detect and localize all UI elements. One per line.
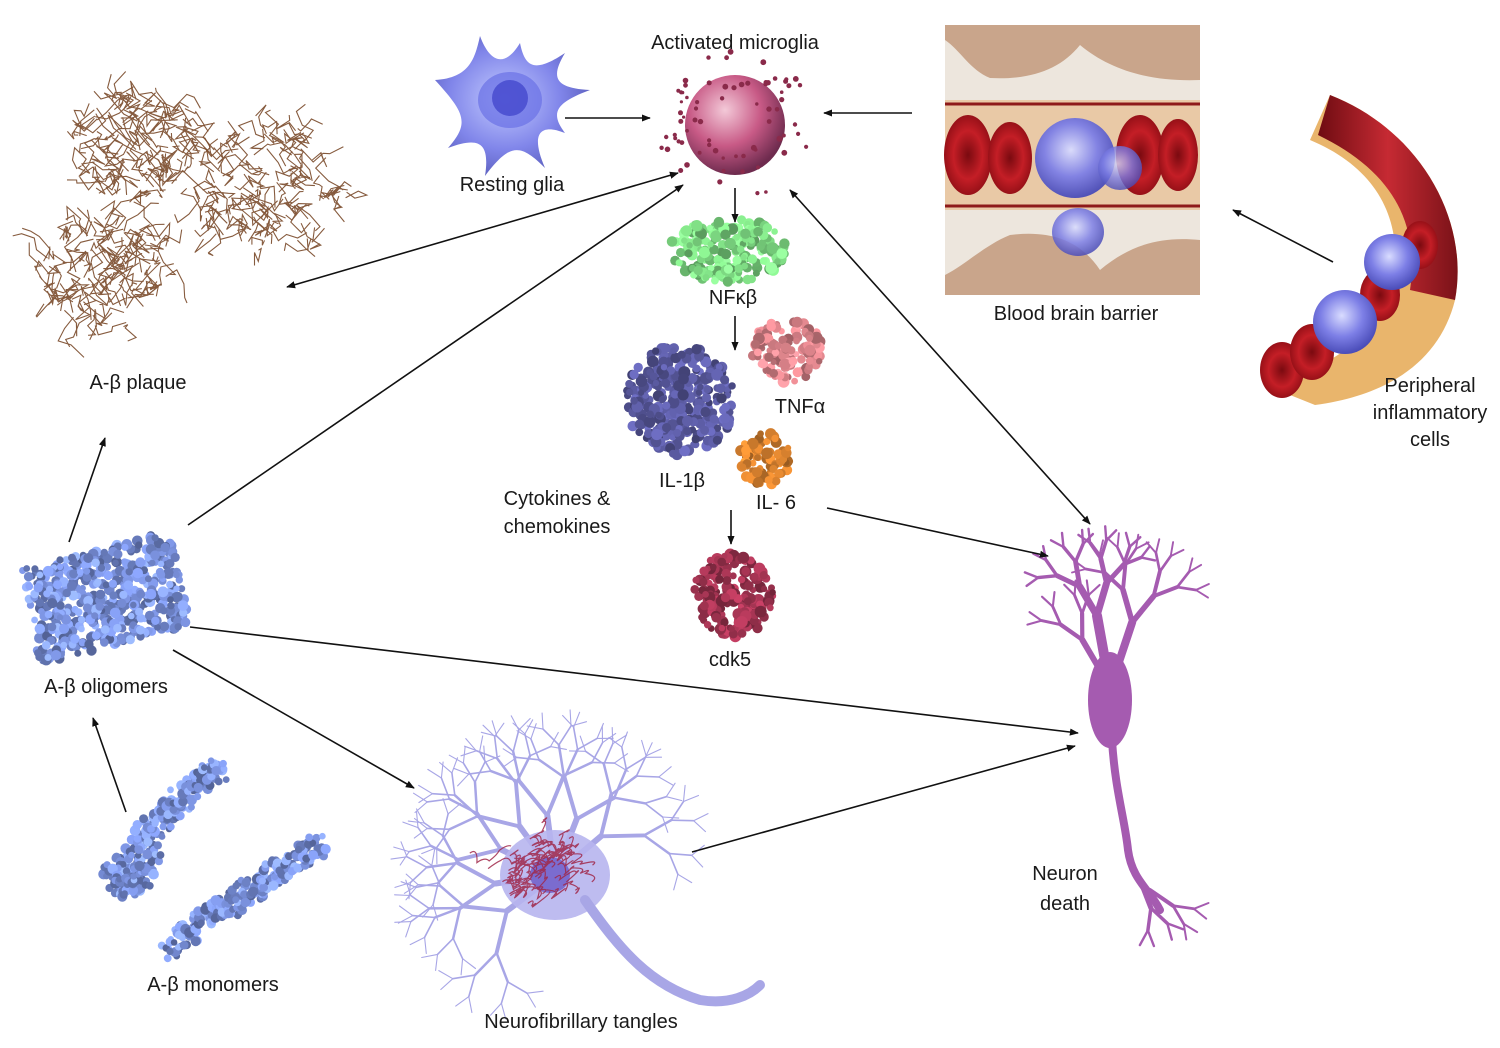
arrow-microglia-neuron-bidirectional [789, 189, 1091, 525]
activated-microglia-illustration [659, 48, 809, 196]
peripheral-label-line2: inflammatory [1373, 402, 1487, 424]
abeta-oligomers-illustration [19, 531, 192, 666]
abeta-oligomers-label: A-β oligomers [44, 676, 168, 698]
resting-glia-label: Resting glia [460, 174, 565, 196]
blood-brain-barrier-illustration [944, 25, 1200, 295]
pathway-arrows [68, 109, 1334, 853]
il1b-label: IL-1β [659, 470, 705, 492]
arrow-oligomers-to-tangles [172, 649, 415, 789]
plaque-cluster [174, 103, 369, 266]
abeta-monomers-label: A-β monomers [147, 974, 279, 996]
blood-brain-barrier-label: Blood brain barrier [994, 303, 1159, 325]
plaque-cluster [12, 194, 188, 358]
il1b-protein [623, 343, 736, 461]
neurofibrillary-tangles-label: Neurofibrillary tangles [484, 1011, 677, 1033]
tnfa-label: TNFα [775, 396, 825, 418]
arrow-plaque-microglia-bidirectional [286, 171, 679, 289]
arrow-monomers-to-oligomers [92, 717, 127, 813]
nfkb-protein [666, 215, 790, 287]
cdk5-protein [690, 548, 777, 643]
peripheral-vessel-illustration [1260, 95, 1458, 405]
arrow-oligomers-to-plaque [68, 437, 106, 543]
microglia-cytokine-dots [659, 48, 809, 196]
arrow-il6-to-neuron [826, 507, 1049, 558]
il6-protein [735, 428, 794, 490]
plaque-cluster [66, 71, 221, 240]
arrow-oligomers-to-microglia [187, 184, 684, 526]
dying-neuron-illustration [1023, 525, 1210, 948]
neurofibrillary-tangle-neuron [390, 709, 765, 1020]
abeta-monomers-illustration [98, 757, 331, 963]
resting-glia-illustration [435, 36, 590, 176]
abeta-plaque-illustration [12, 71, 369, 358]
activated-microglia-label: Activated microglia [651, 32, 820, 54]
neuron-death-label-line2: death [1040, 893, 1090, 915]
peripheral-label-line1: Peripheral [1384, 375, 1475, 397]
tnfa-protein [748, 316, 826, 388]
neuron-death-label-line1: Neuron [1032, 863, 1098, 885]
nfkb-label: NFκβ [709, 287, 757, 309]
arrow-peripheral-to-bbb [1232, 209, 1334, 263]
cytokines-label-line1: Cytokines & [504, 488, 611, 510]
il6-label: IL- 6 [756, 492, 796, 514]
cytokines-label-line2: chemokines [504, 516, 611, 538]
arrow-oligomers-to-neuron [189, 626, 1079, 736]
abeta-plaque-label: A-β plaque [89, 372, 186, 394]
cdk5-label: cdk5 [709, 649, 751, 671]
peripheral-label-line3: cells [1410, 429, 1450, 451]
arrow-tangles-to-neuron [691, 744, 1076, 853]
